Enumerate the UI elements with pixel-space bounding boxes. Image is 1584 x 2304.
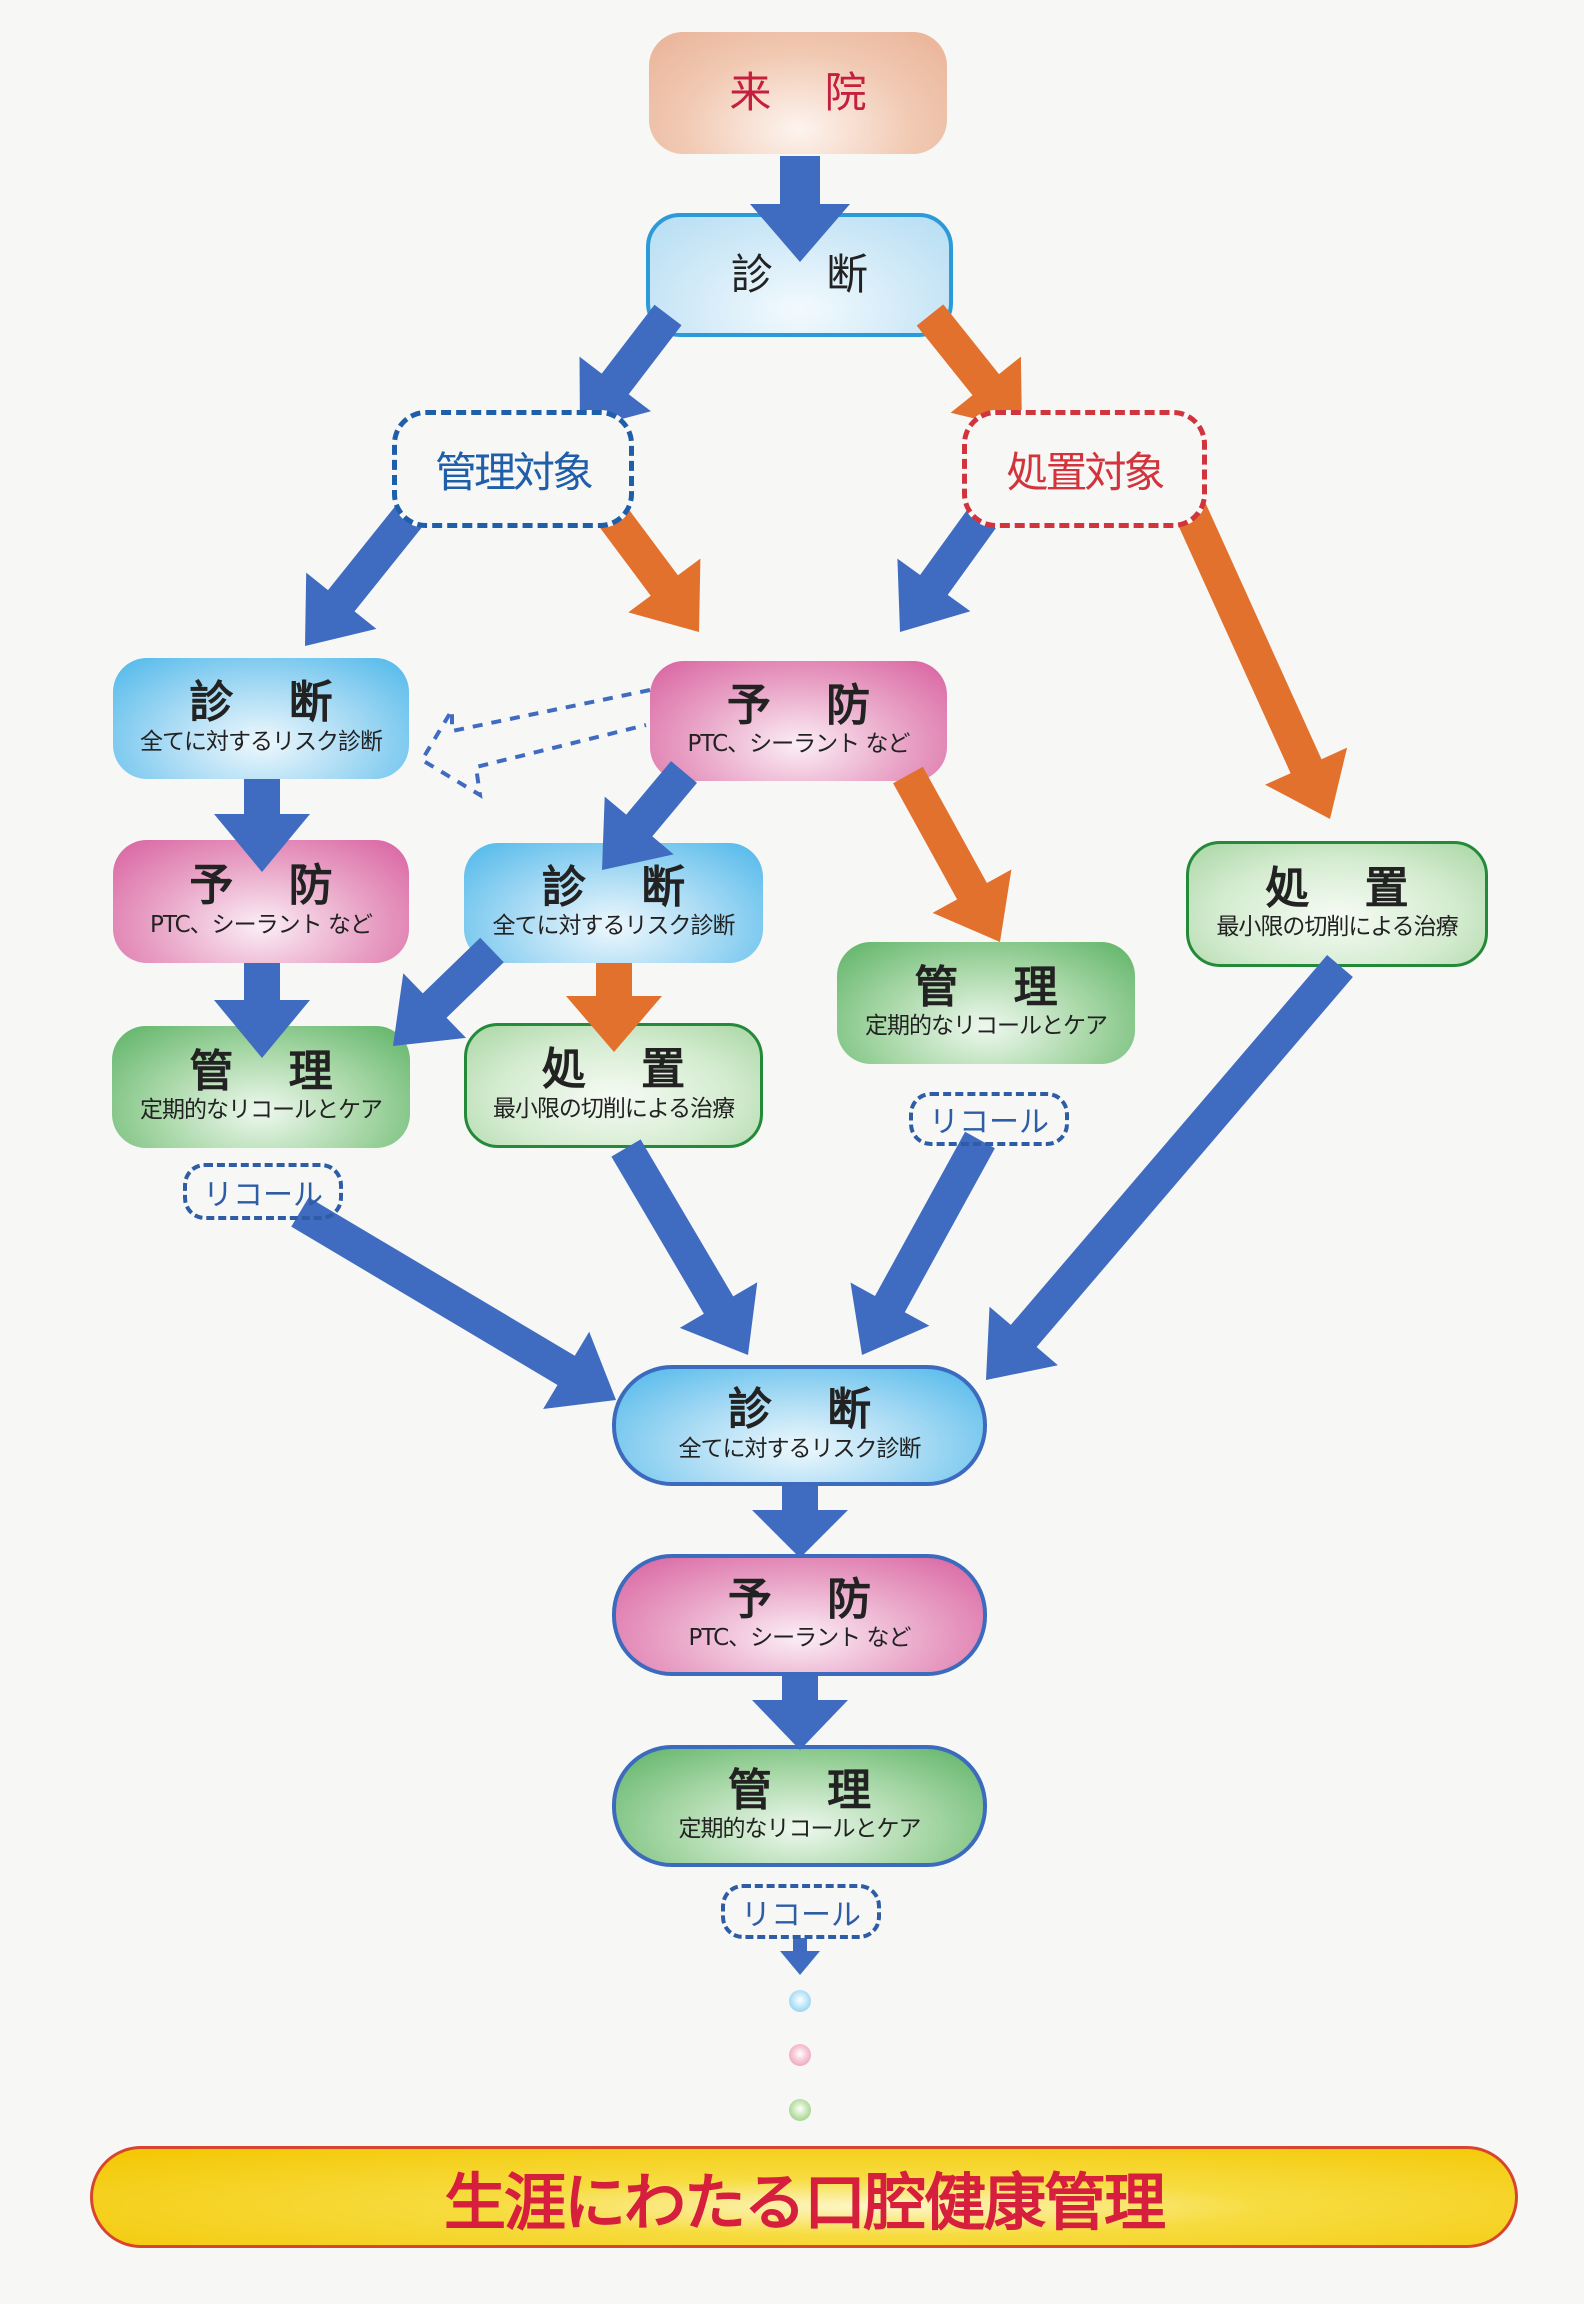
node-subtitle: 定期的なリコールとケア <box>865 1013 1108 1040</box>
management-target: 管理対象 <box>392 410 634 528</box>
management-node-bottom: 管 理 定期的なリコールとケア <box>612 1745 987 1867</box>
node-title: 予 防 <box>727 1573 892 1625</box>
node-title: 予 防 <box>726 679 891 731</box>
node-subtitle: PTC、シーラント など <box>688 1625 912 1652</box>
node-title: 診 断 <box>189 677 353 729</box>
node-title: 管 理 <box>727 1764 892 1816</box>
recall-tag-bottom: リコール <box>721 1884 881 1939</box>
lifelong-oral-health-banner: 生涯にわたる口腔健康管理 <box>90 2146 1518 2248</box>
node-subtitle: 全てに対するリスク診断 <box>678 1435 922 1462</box>
arrow-treatment-target-to-treatment-right <box>1174 503 1348 819</box>
node-title: 管 理 <box>189 1045 353 1097</box>
arrow-diagnosis-bottom-to-prevention-bottom <box>752 1486 848 1558</box>
visit-label: 来 院 <box>729 67 887 117</box>
management-node-right: 管 理 定期的なリコールとケア <box>837 942 1135 1064</box>
node-title: 診 断 <box>727 1384 892 1436</box>
recall-label: リコール <box>741 1897 861 1933</box>
node-subtitle: PTC、シーラント など <box>150 911 373 938</box>
arrow-prevention-mid-to-management-right <box>893 766 1012 942</box>
treatment-target-label: 処置対象 <box>1006 447 1165 497</box>
node-subtitle: 定期的なリコールとケア <box>140 1097 383 1124</box>
node-title: 管 理 <box>914 961 1078 1013</box>
management-node-left: 管 理 定期的なリコールとケア <box>112 1026 410 1148</box>
arrow-prevention-bottom-to-management-bottom <box>752 1676 848 1750</box>
node-subtitle: 最小限の切削による治療 <box>1216 914 1458 941</box>
prevention-node-left: 予 防 PTC、シーラント など <box>113 840 409 963</box>
management-target-label: 管理対象 <box>434 447 594 497</box>
node-subtitle: 最小限の切削による治療 <box>492 1095 735 1122</box>
node-subtitle: 定期的なリコールとケア <box>678 1816 922 1843</box>
recall-tag-left: リコール <box>183 1163 343 1220</box>
node-title: 診 断 <box>541 861 706 913</box>
visit-node: 来 院 <box>649 32 947 154</box>
prevention-node-bottom: 予 防 PTC、シーラント など <box>612 1554 987 1676</box>
continuation-dot-pink <box>789 2044 811 2066</box>
dashed-feedback-arrow <box>419 688 651 799</box>
arrow-recall-bottom-down <box>780 1938 820 1975</box>
diagnosis-node-left: 診 断 全てに対するリスク診断 <box>113 658 409 779</box>
treatment-target: 処置対象 <box>962 410 1207 528</box>
prevention-node-mid: 予 防 PTC、シーラント など <box>650 661 947 781</box>
arrow-recall-right-to-diagnosis-bottom <box>850 1131 995 1355</box>
node-subtitle: PTC、シーラント など <box>687 731 911 758</box>
node-subtitle: 全てに対するリスク診断 <box>140 728 383 755</box>
continuation-dot-blue <box>789 1990 811 2012</box>
node-title: 処 置 <box>541 1044 706 1096</box>
recall-tag-right: リコール <box>909 1092 1069 1146</box>
arrow-treatment-mid-to-diagnosis-bottom <box>611 1139 758 1355</box>
banner-text: 生涯にわたる口腔健康管理 <box>443 2166 1166 2239</box>
diagnosis-node-mid: 診 断 全てに対するリスク診断 <box>464 843 763 963</box>
diagnosis-node-top: 診 断 <box>646 213 953 337</box>
node-subtitle: 全てに対するリスク診断 <box>492 913 736 940</box>
treatment-node-mid: 処 置 最小限の切削による治療 <box>464 1023 763 1148</box>
recall-label: リコール <box>929 1105 1049 1140</box>
node-title: 処 置 <box>1265 862 1429 914</box>
treatment-node-right: 処 置 最小限の切削による治療 <box>1186 841 1488 967</box>
diagnosis-node-bottom: 診 断 全てに対するリスク診断 <box>612 1365 987 1486</box>
continuation-dot-green <box>789 2099 811 2121</box>
recall-label: リコール <box>203 1177 323 1213</box>
node-title: 予 防 <box>189 860 353 912</box>
diagnosis-label: 診 断 <box>730 249 889 299</box>
arrow-recall-left-to-diagnosis-bottom <box>291 1197 616 1409</box>
